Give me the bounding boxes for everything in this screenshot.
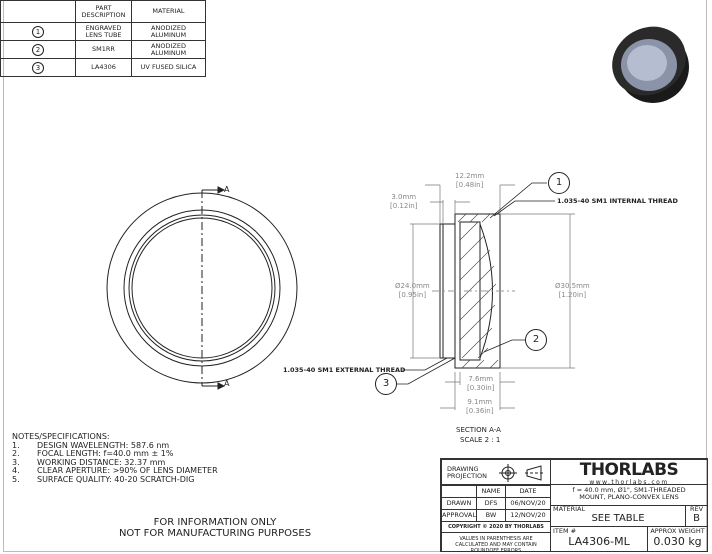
note-item: 4.CLEAR APERTURE: >90% OF LENS DIAMETER xyxy=(12,466,218,475)
section-title: SECTION A-A xyxy=(456,426,501,434)
drawing-frame xyxy=(3,0,707,552)
callout-3: 3 xyxy=(375,373,397,395)
dimension-lines xyxy=(410,184,575,410)
part-number: 3 xyxy=(32,61,44,74)
dimension-12-2mm: 12.2mm[0.48in] xyxy=(455,172,485,189)
product-render-image xyxy=(612,26,689,103)
values-note: VALUES IN PARENTHESIS ARE CALCULATED AND… xyxy=(441,532,551,554)
section-view xyxy=(432,213,515,369)
section-scale: SCALE 2 : 1 xyxy=(460,436,501,444)
item-cell: ITEM #LA4306-ML xyxy=(550,526,648,552)
section-label-top: A xyxy=(224,185,230,194)
callout-2: 2 xyxy=(525,329,547,351)
dimension-24-0mm: Ø24.0mm[0.95in] xyxy=(395,282,430,299)
title-block: DRAWING PROJECTION NAME DATE DRAWN DFS 0… xyxy=(440,458,708,554)
dimension-3-0mm: 3.0mm[0.12in] xyxy=(390,193,418,210)
projection-symbol-icon xyxy=(499,464,543,482)
dimension-9-1mm: 9.1mm[0.36in] xyxy=(466,398,494,415)
callout-1: 1 xyxy=(548,172,570,194)
notes-specifications: NOTES/SPECIFICATIONS: 1.DESIGN WAVELENGT… xyxy=(12,432,218,484)
note-item: 3.WORKING DISTANCE: 32.37 mm xyxy=(12,457,166,467)
internal-thread-label: 1.035-40 SM1 INTERNAL THREAD xyxy=(557,197,678,205)
thorlabs-logo: THORLABS xyxy=(579,460,679,480)
part-description: f = 40.0 mm, Ø1", SM1-THREADED MOUNT, PL… xyxy=(550,484,708,506)
leader-lines xyxy=(396,182,555,385)
website: www.thorlabs.com xyxy=(589,479,669,486)
section-label-bottom: A xyxy=(224,379,230,388)
part-number: 2 xyxy=(32,43,44,56)
dimension-7-6mm: 7.6mm[0.30in] xyxy=(467,375,495,392)
notes-title: NOTES/SPECIFICATIONS: xyxy=(12,432,110,441)
front-view xyxy=(106,186,298,390)
drawing-projection: DRAWING PROJECTION xyxy=(441,459,551,485)
part-number: 1 xyxy=(32,25,44,38)
note-item: 5.SURFACE QUALITY: 40-20 SCRATCH-DIG xyxy=(12,474,195,484)
logo-area: THORLABS www.thorlabs.com xyxy=(550,459,708,486)
note-item: 2.FOCAL LENGTH: f=40.0 mm ± 1% xyxy=(12,449,174,458)
dimension-30-5mm: Ø30.5mm[1.20in] xyxy=(555,282,590,299)
part-material: UV FUSED SILICA xyxy=(131,58,206,77)
external-thread-label: 1.035-40 SM1 EXTERNAL THREAD xyxy=(283,366,406,374)
note-item: 1.DESIGN WAVELENGTH: 587.6 nm xyxy=(12,440,170,450)
part-material: ANODIZED ALUMINUM xyxy=(131,40,206,59)
